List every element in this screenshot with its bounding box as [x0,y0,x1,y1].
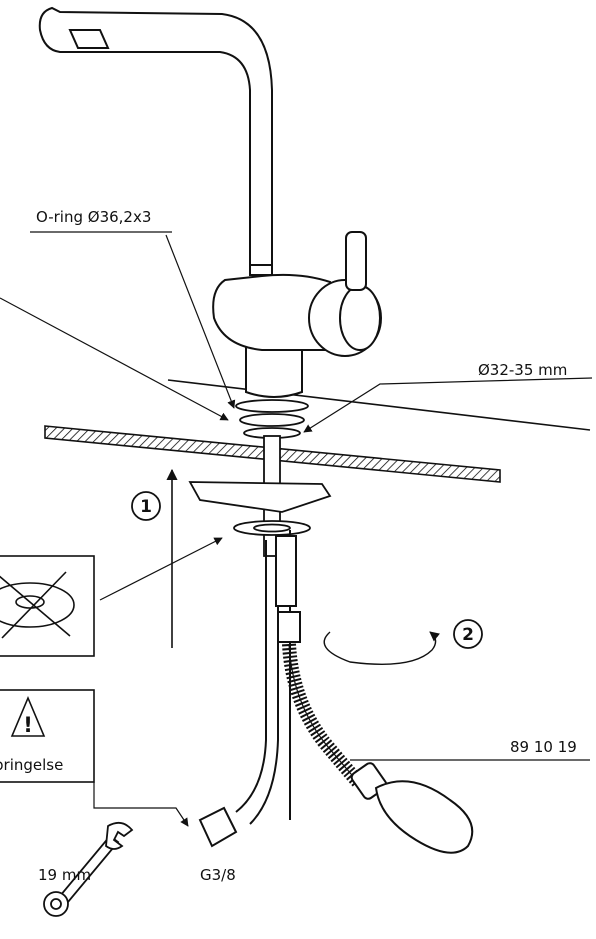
counter-top [44,379,591,483]
part-number-label: 89 10 19 [510,738,577,756]
installation-tool-89-10-19 [350,762,474,854]
step-2-label: 2 [462,625,474,645]
step-1-marker: 1 [131,491,161,521]
faucet-body [212,231,382,398]
oring-label: O-ring Ø36,2x3 [36,208,151,226]
wrench-icon [43,821,134,917]
warning-text: bringelse [0,756,63,774]
thread-label: G3/8 [200,866,236,884]
warning-box: ! bringelse [0,689,95,783]
flex-hose [282,643,364,787]
step-1-label: 1 [140,497,152,517]
wrench-size-label: 19 mm [38,866,91,884]
hole-diameter-label: Ø32-35 mm [478,361,567,379]
step-2-marker: 2 [453,619,483,649]
crossed-washer-box [0,555,95,657]
leader-lines [0,234,593,827]
water-pipes [198,530,301,848]
crossed-out-washer-icon [0,571,75,639]
oring-stack [235,399,309,439]
warning-symbol: ! [23,713,33,737]
warning-triangle-icon [10,695,46,737]
faucet-spout [38,6,273,276]
